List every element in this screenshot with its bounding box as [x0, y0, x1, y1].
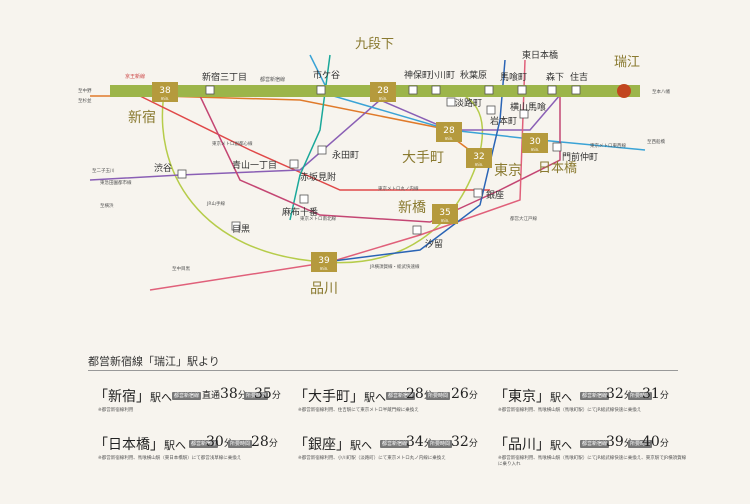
svg-text:新宿: 新宿 [128, 109, 156, 126]
keio-label: 京王新線 [125, 73, 145, 80]
stn-azabujuban: 麻布十番 [282, 206, 318, 218]
term-shirokane: 至中目黒 [172, 265, 190, 272]
label-yokosuka: JR横須賀線・総武快速線 [369, 263, 420, 270]
svg-text:品川: 品川 [310, 281, 338, 297]
svg-text:新橋: 新橋 [398, 200, 426, 216]
stn-shiodome: 汐留 [425, 238, 443, 250]
chuo-line [90, 95, 481, 159]
svg-text:min.: min. [441, 218, 450, 223]
label-oedo: 都営大江戸線 [510, 215, 537, 222]
route-card: 「大手町」駅へ 都営新宿線 28分 所要時間 26分 ※都営新宿線利用、住吉駅に… [294, 386, 478, 413]
route-card: 「日本橋」駅へ 都営新宿線 30分 所要時間 28分 ※都営新宿線利用、馬喰横山… [94, 434, 278, 461]
stn-aoyama1: 青山一丁目 [232, 159, 277, 171]
yamanote-line [161, 87, 484, 264]
svg-text:38: 38 [159, 86, 171, 96]
hub-nihonbashi: 30 min. 日本橋 [522, 133, 577, 176]
stn-monzennakacho: 門前仲町 [562, 151, 598, 163]
hub-shinagawa: 39 min. 品川 [310, 252, 338, 297]
svg-text:30: 30 [529, 137, 541, 147]
route-map: 京王新線 都営新宿線 新宿三丁目 市ケ谷 神保町 小川町 秋葉原 淡路町 岩本町… [78, 37, 670, 297]
shinjuku-line-label: 都営新宿線 [260, 76, 285, 83]
stn-bakurocho: 馬喰町 [500, 71, 527, 83]
sobu-rapid-line [324, 59, 506, 263]
svg-text:min.: min. [445, 136, 454, 141]
term-futakotamagawa: 至二子玉川 [92, 167, 115, 174]
svg-text:28: 28 [443, 126, 455, 136]
term-nishifunabashi: 至西船橋 [647, 138, 665, 145]
svg-text:min.: min. [475, 162, 484, 167]
label-yamanote: JR山手線 [206, 200, 225, 207]
hub-shinjuku: 38 min. 新宿 [128, 82, 178, 126]
oedo-line [199, 95, 561, 223]
divider [88, 370, 678, 371]
stn-higashinihombashi: 東日本橋 [522, 49, 558, 61]
label-tozai: 東京メトロ東西線 [590, 142, 626, 149]
stn-ogawamachi: 小川町 [428, 70, 455, 81]
svg-text:九段下: 九段下 [355, 37, 394, 52]
svg-text:min.: min. [320, 266, 329, 271]
term-yokohama: 至横浜 [100, 202, 114, 209]
stn-shibuya: 渋谷 [154, 162, 172, 174]
label-denentoshi: 東急田園都市線 [100, 179, 132, 186]
term-motoyawata: 至本八幡 [652, 88, 670, 95]
stn-iwamotocho: 岩本町 [490, 115, 517, 127]
stn-ginza: 銀座 [486, 189, 504, 201]
term-nakano: 至中野 [78, 87, 92, 94]
hub-shimbashi: 35 min. 新橋 [398, 200, 458, 224]
svg-text:大手町: 大手町 [402, 150, 444, 166]
asakusa-line [149, 59, 526, 291]
origin-station-marker [617, 84, 631, 98]
origin-name: 瑞江 [614, 55, 640, 70]
term-suginami: 至杉並 [78, 97, 92, 104]
svg-text:32: 32 [473, 152, 484, 162]
stn-sumiyoshi: 住吉 [570, 71, 588, 83]
stn-akihabara: 秋葉原 [460, 69, 487, 81]
stn-shinjuku3: 新宿三丁目 [202, 71, 247, 83]
stn-jimbocho: 神保町 [404, 69, 431, 81]
stn-meguro: 目黒 [232, 224, 250, 235]
stn-nagatacho: 永田町 [332, 149, 359, 161]
svg-text:日本橋: 日本橋 [538, 161, 577, 176]
stn-ichigaya: 市ケ谷 [313, 69, 340, 81]
label-marunouchi: 東京メトロ丸ノ内線 [378, 185, 419, 192]
label-fukutoshin: 東京メトロ副都心線 [212, 140, 253, 147]
hub-kudanshita: 28 min. 九段下 [355, 37, 396, 102]
svg-text:min.: min. [531, 147, 540, 152]
stn-bakuro: 馬喰 [528, 101, 546, 113]
svg-text:min.: min. [161, 96, 170, 101]
label-namboku: 東京メトロ南北線 [300, 215, 336, 222]
svg-text:35: 35 [439, 208, 450, 218]
page-title: 都営新宿線「瑞江」駅より [88, 355, 220, 368]
stn-akasakamitsuke: 赤坂見附 [300, 171, 336, 183]
stn-morishita: 森下 [546, 71, 564, 83]
svg-text:min.: min. [379, 96, 388, 101]
route-card: 「東京」駅へ 都営新宿線 32分 所要時間 31分 ※都営新宿線利用、馬喰横山駅… [494, 386, 669, 413]
route-card: 「品川」駅へ 都営新宿線 39分 所要時間 40分 ※都営新宿線利用、馬喰横山駅… [494, 434, 687, 467]
svg-text:39: 39 [318, 256, 330, 266]
stn-yokoyama: 横山 [510, 101, 528, 113]
svg-text:28: 28 [377, 86, 389, 96]
route-card: 「新宿」駅へ 都営新宿線 直通38分 所要時間 35分 ※都営新宿線利用 [94, 386, 281, 413]
svg-text:東京: 東京 [494, 163, 522, 179]
route-card: 「銀座」駅へ 都営新宿線 34分 所要時間 32分 ※都営新宿線利用、小川町駅（… [294, 434, 478, 461]
hub-otemachi: 28 min. 大手町 [402, 122, 462, 166]
hub-tokyo: 32 min. 東京 [466, 148, 522, 179]
stn-awajicho: 淡路町 [455, 97, 482, 109]
